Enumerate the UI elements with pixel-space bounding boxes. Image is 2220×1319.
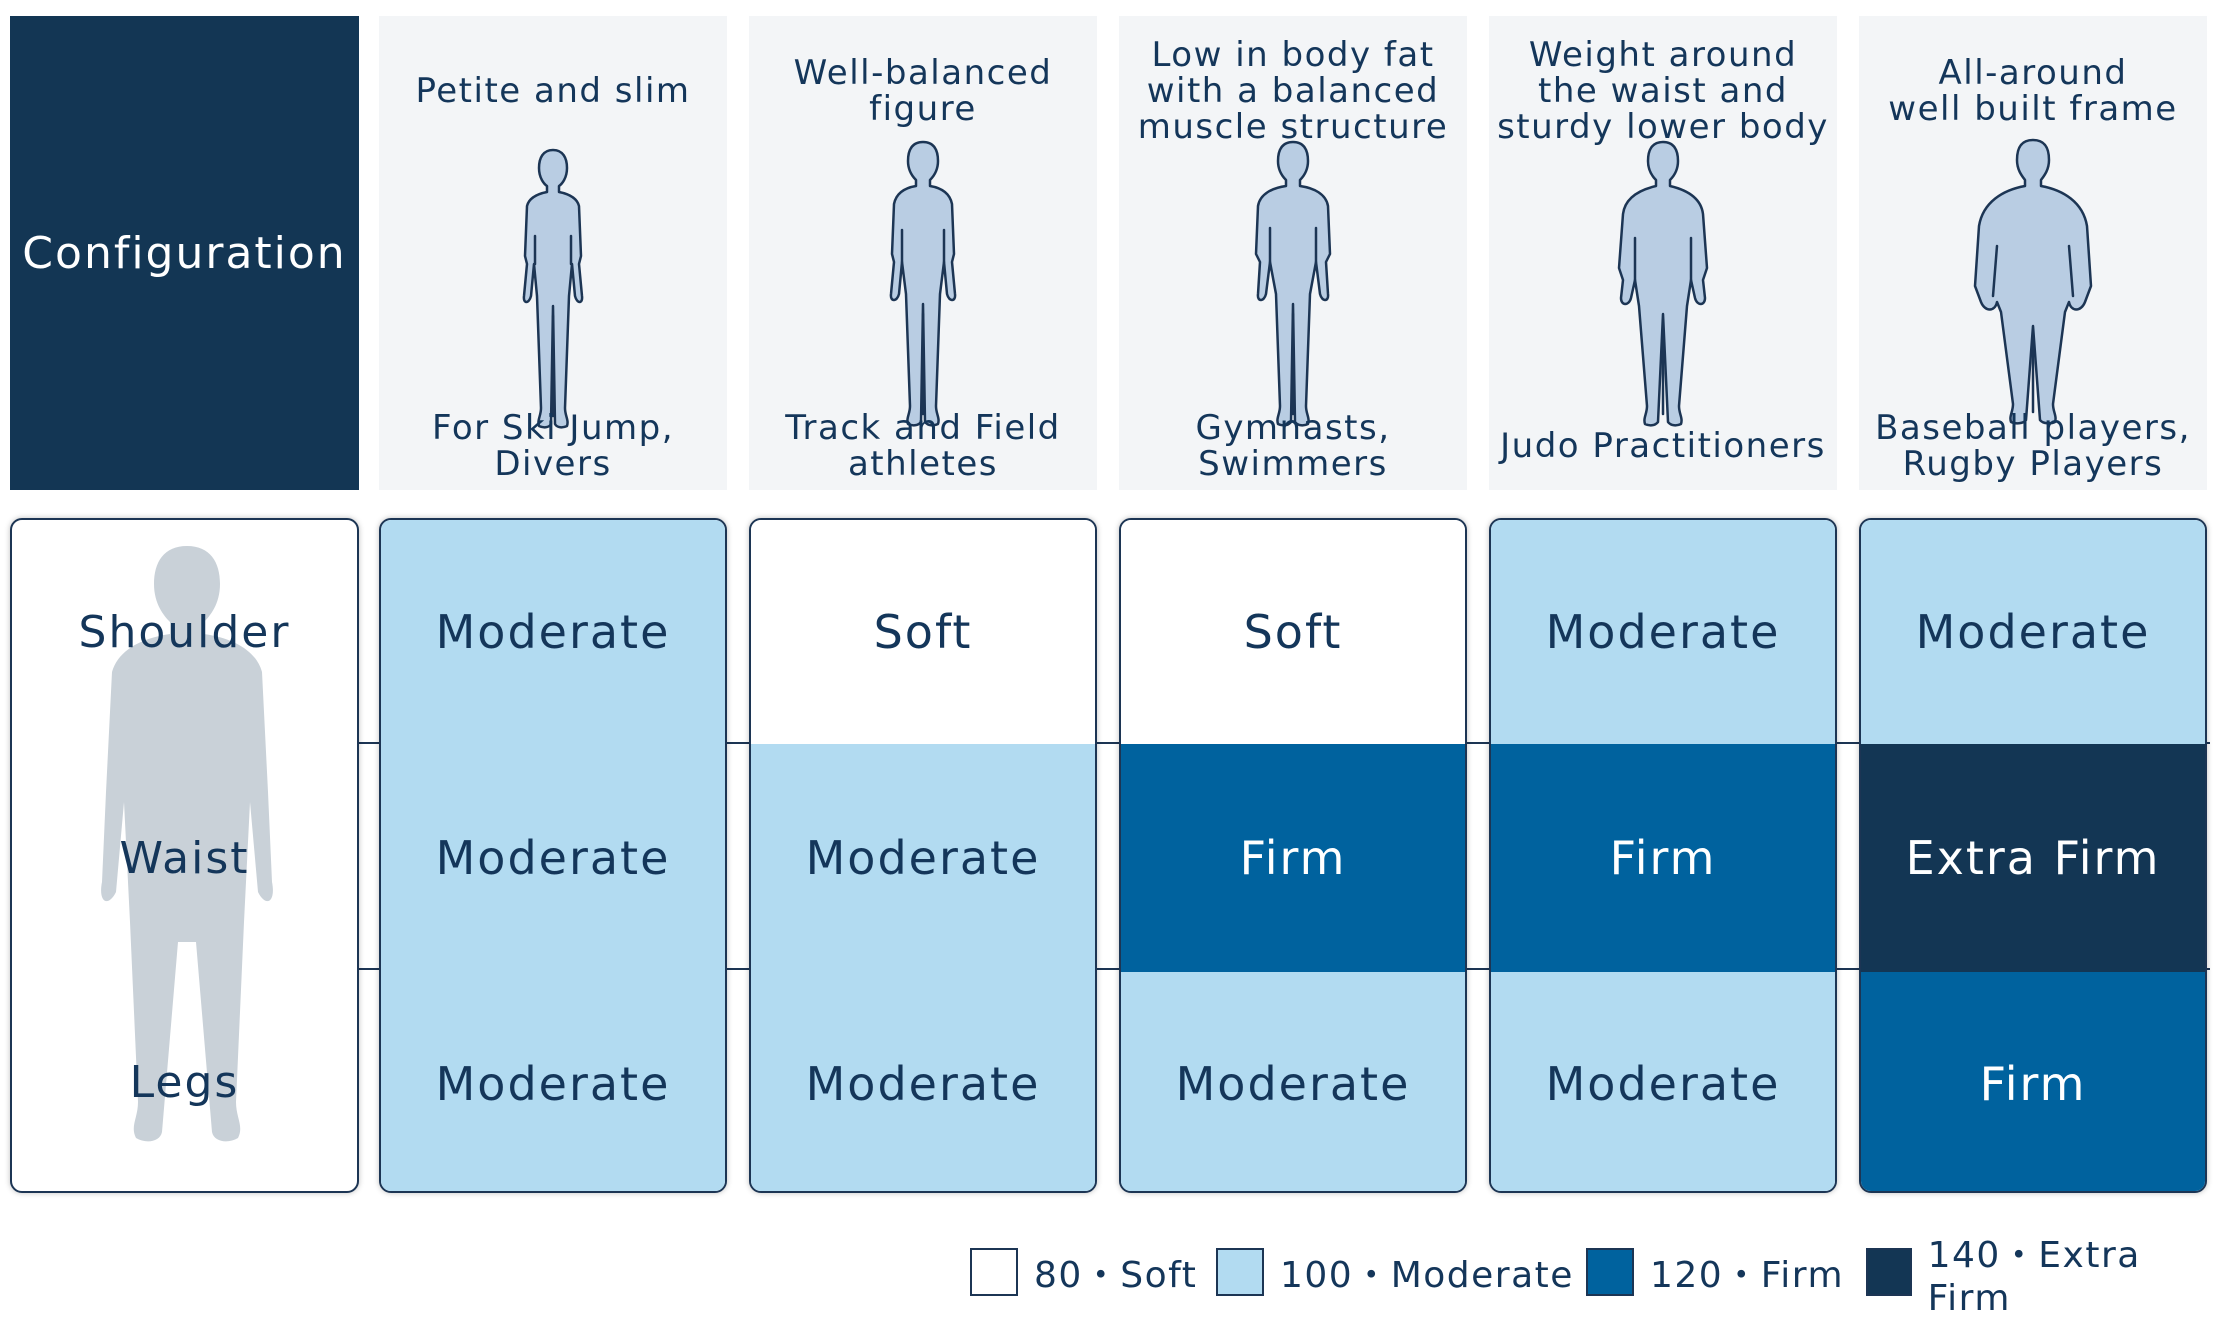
firmness-cell-waist: Moderate: [381, 744, 725, 972]
body-silhouette-icon: [101, 546, 273, 1142]
firmness-cell-shoulder: Soft: [1121, 520, 1465, 744]
firmness-cell-legs: Moderate: [1491, 972, 1835, 1191]
legend-swatch-extra-firm: [1866, 1248, 1912, 1296]
firmness-column-slim: Moderate Moderate Moderate: [379, 518, 727, 1193]
firmness-column-large: Moderate Extra Firm Firm: [1859, 518, 2207, 1193]
legend-swatch-soft: [970, 1248, 1018, 1296]
row-label-shoulder: Shoulder: [78, 606, 291, 658]
sport-examples: For Ski Jump, Divers: [431, 408, 675, 484]
legend-label-soft: 80・Soft: [1034, 1255, 1198, 1296]
row-label-legs: Legs: [129, 1057, 240, 1108]
firmness-cell-legs: Moderate: [381, 972, 725, 1191]
firmness-cell-legs: Moderate: [751, 972, 1095, 1191]
configuration-header: Configuration: [10, 16, 359, 490]
legend-label-moderate: 100・Moderate: [1280, 1255, 1574, 1296]
legend-soft: 80・Soft: [970, 1246, 1197, 1298]
configuration-label: Configuration: [22, 227, 347, 279]
header-card-muscular: Low in body fat with a balanced muscle s…: [1119, 16, 1467, 490]
row-divider: [10, 968, 2210, 970]
legend-swatch-moderate: [1216, 1248, 1264, 1296]
legend-swatch-firm: [1586, 1248, 1634, 1296]
sport-examples: Judo Practitioners: [1500, 426, 1826, 466]
firmness-cell-legs: Firm: [1861, 972, 2205, 1191]
firmness-cell-waist: Moderate: [751, 744, 1095, 972]
body-type-description: Weight around the waist and sturdy lower…: [1497, 35, 1829, 147]
row-label-waist: Waist: [119, 832, 250, 884]
firmness-cell-legs: Moderate: [1121, 972, 1465, 1191]
balanced-body-figure-icon: [889, 140, 957, 427]
header-card-slim: Petite and slim For Ski Jump, Divers: [379, 16, 727, 490]
firmness-cell-waist: Extra Firm: [1861, 744, 2205, 972]
firmness-cell-waist: Firm: [1121, 744, 1465, 972]
firmness-column-balanced: Soft Moderate Moderate: [749, 518, 1097, 1193]
large-body-figure-icon: [1973, 138, 2093, 425]
firmness-cell-shoulder: Soft: [751, 520, 1095, 744]
body-type-description: Well-balanced figure: [793, 53, 1053, 129]
legend-label-extra-firm: 140・Extra Firm: [1927, 1234, 2141, 1319]
firmness-cell-shoulder: Moderate: [381, 520, 725, 744]
header-card-sturdy: Weight around the waist and sturdy lower…: [1489, 16, 1837, 490]
body-part-label-column: Shoulder Waist Legs: [10, 518, 359, 1193]
body-type-description: All-around well built frame: [1888, 53, 2178, 129]
header-card-large: All-around well built frame Baseball pla…: [1859, 16, 2207, 490]
sport-examples: Baseball players, Rugby Players: [1875, 408, 2191, 484]
legend-firm: 120・Firm: [1586, 1246, 1844, 1298]
legend-moderate: 100・Moderate: [1216, 1246, 1574, 1298]
firmness-cell-shoulder: Moderate: [1861, 520, 2205, 744]
firmness-column-muscular: Soft Firm Moderate: [1119, 518, 1467, 1193]
sport-examples: Track and Field athletes: [785, 408, 1061, 484]
row-divider: [10, 742, 2210, 744]
firmness-cell-shoulder: Moderate: [1491, 520, 1835, 744]
header-card-balanced: Well-balanced figure Track and Field ath…: [749, 16, 1097, 490]
legend-label-firm: 120・Firm: [1650, 1255, 1845, 1296]
firmness-cell-waist: Firm: [1491, 744, 1835, 972]
sturdy-body-figure-icon: [1617, 140, 1709, 427]
legend-extra-firm: 140・Extra Firm: [1866, 1235, 2220, 1319]
body-type-description: Low in body fat with a balanced muscle s…: [1137, 35, 1449, 147]
muscular-body-figure-icon: [1254, 140, 1332, 427]
sport-examples: Gymnasts, Swimmers: [1195, 408, 1391, 484]
firmness-column-sturdy: Moderate Firm Moderate: [1489, 518, 1837, 1193]
body-type-description: Petite and slim: [415, 71, 691, 111]
slim-body-figure-icon: [522, 148, 584, 429]
